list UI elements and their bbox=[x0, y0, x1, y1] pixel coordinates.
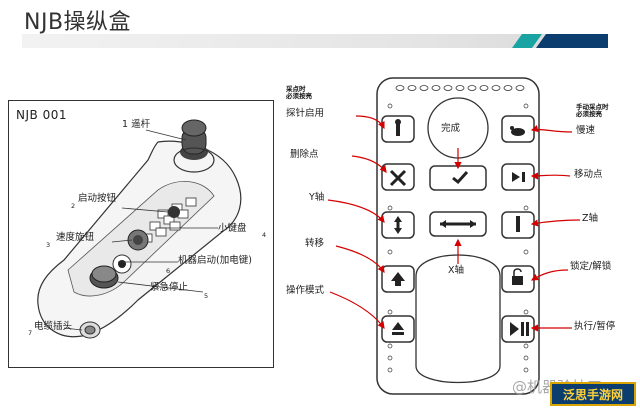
complete-label: 完成 bbox=[441, 123, 461, 134]
mini-keypad-label: 小键盘 bbox=[218, 223, 247, 234]
emergency-stop-label: 紧急停止 bbox=[150, 282, 189, 293]
number-6: 6 bbox=[166, 267, 171, 275]
handheld-diagram-frame bbox=[8, 100, 274, 368]
lock-unlock-label: 锁定/解锁 bbox=[570, 261, 612, 272]
slow-speed-label: 慢速 bbox=[576, 125, 596, 136]
x-axis-label: X轴 bbox=[448, 265, 465, 276]
operation-mode-label: 操作模式 bbox=[286, 285, 325, 296]
y-axis-label: Y轴 bbox=[309, 192, 325, 203]
control-panel-illustration bbox=[327, 77, 581, 395]
z-axis-label: Z轴 bbox=[582, 213, 599, 224]
speed-knob-label: 速度旋钮 bbox=[56, 232, 95, 243]
delete-point-label: 删除点 bbox=[290, 149, 319, 160]
enable-probe-label: 探针启用 bbox=[286, 108, 325, 119]
number-3: 3 bbox=[46, 241, 51, 249]
number-7: 7 bbox=[28, 329, 33, 337]
site-logo: 泛思手游网 bbox=[550, 382, 636, 406]
transfer-label: 转移 bbox=[305, 238, 325, 249]
model-label: NJB 001 bbox=[16, 108, 67, 122]
page-title: NJB操纵盒 bbox=[24, 10, 132, 35]
number-4: 4 bbox=[262, 231, 267, 239]
header-accent-stripes bbox=[512, 34, 608, 48]
number-2: 2 bbox=[71, 202, 76, 210]
top-right-note: 手动采点时 必须按亮 bbox=[576, 103, 609, 119]
run-pause-label: 执行/暂停 bbox=[574, 321, 616, 332]
cable-plug-label: 电缆插头 bbox=[34, 321, 73, 332]
handheld-illustration bbox=[37, 119, 242, 339]
start-button-label: 启动按钮 bbox=[78, 193, 117, 204]
move-point-label: 移动点 bbox=[574, 169, 603, 180]
machine-start-label: 机器启动(加电键) bbox=[178, 255, 252, 266]
top-left-note: 采点时 必须按亮 bbox=[286, 85, 312, 101]
header-divider-bar bbox=[22, 34, 602, 48]
number-5: 5 bbox=[204, 292, 209, 300]
joystick-label: 1 遥杆 bbox=[122, 119, 151, 130]
